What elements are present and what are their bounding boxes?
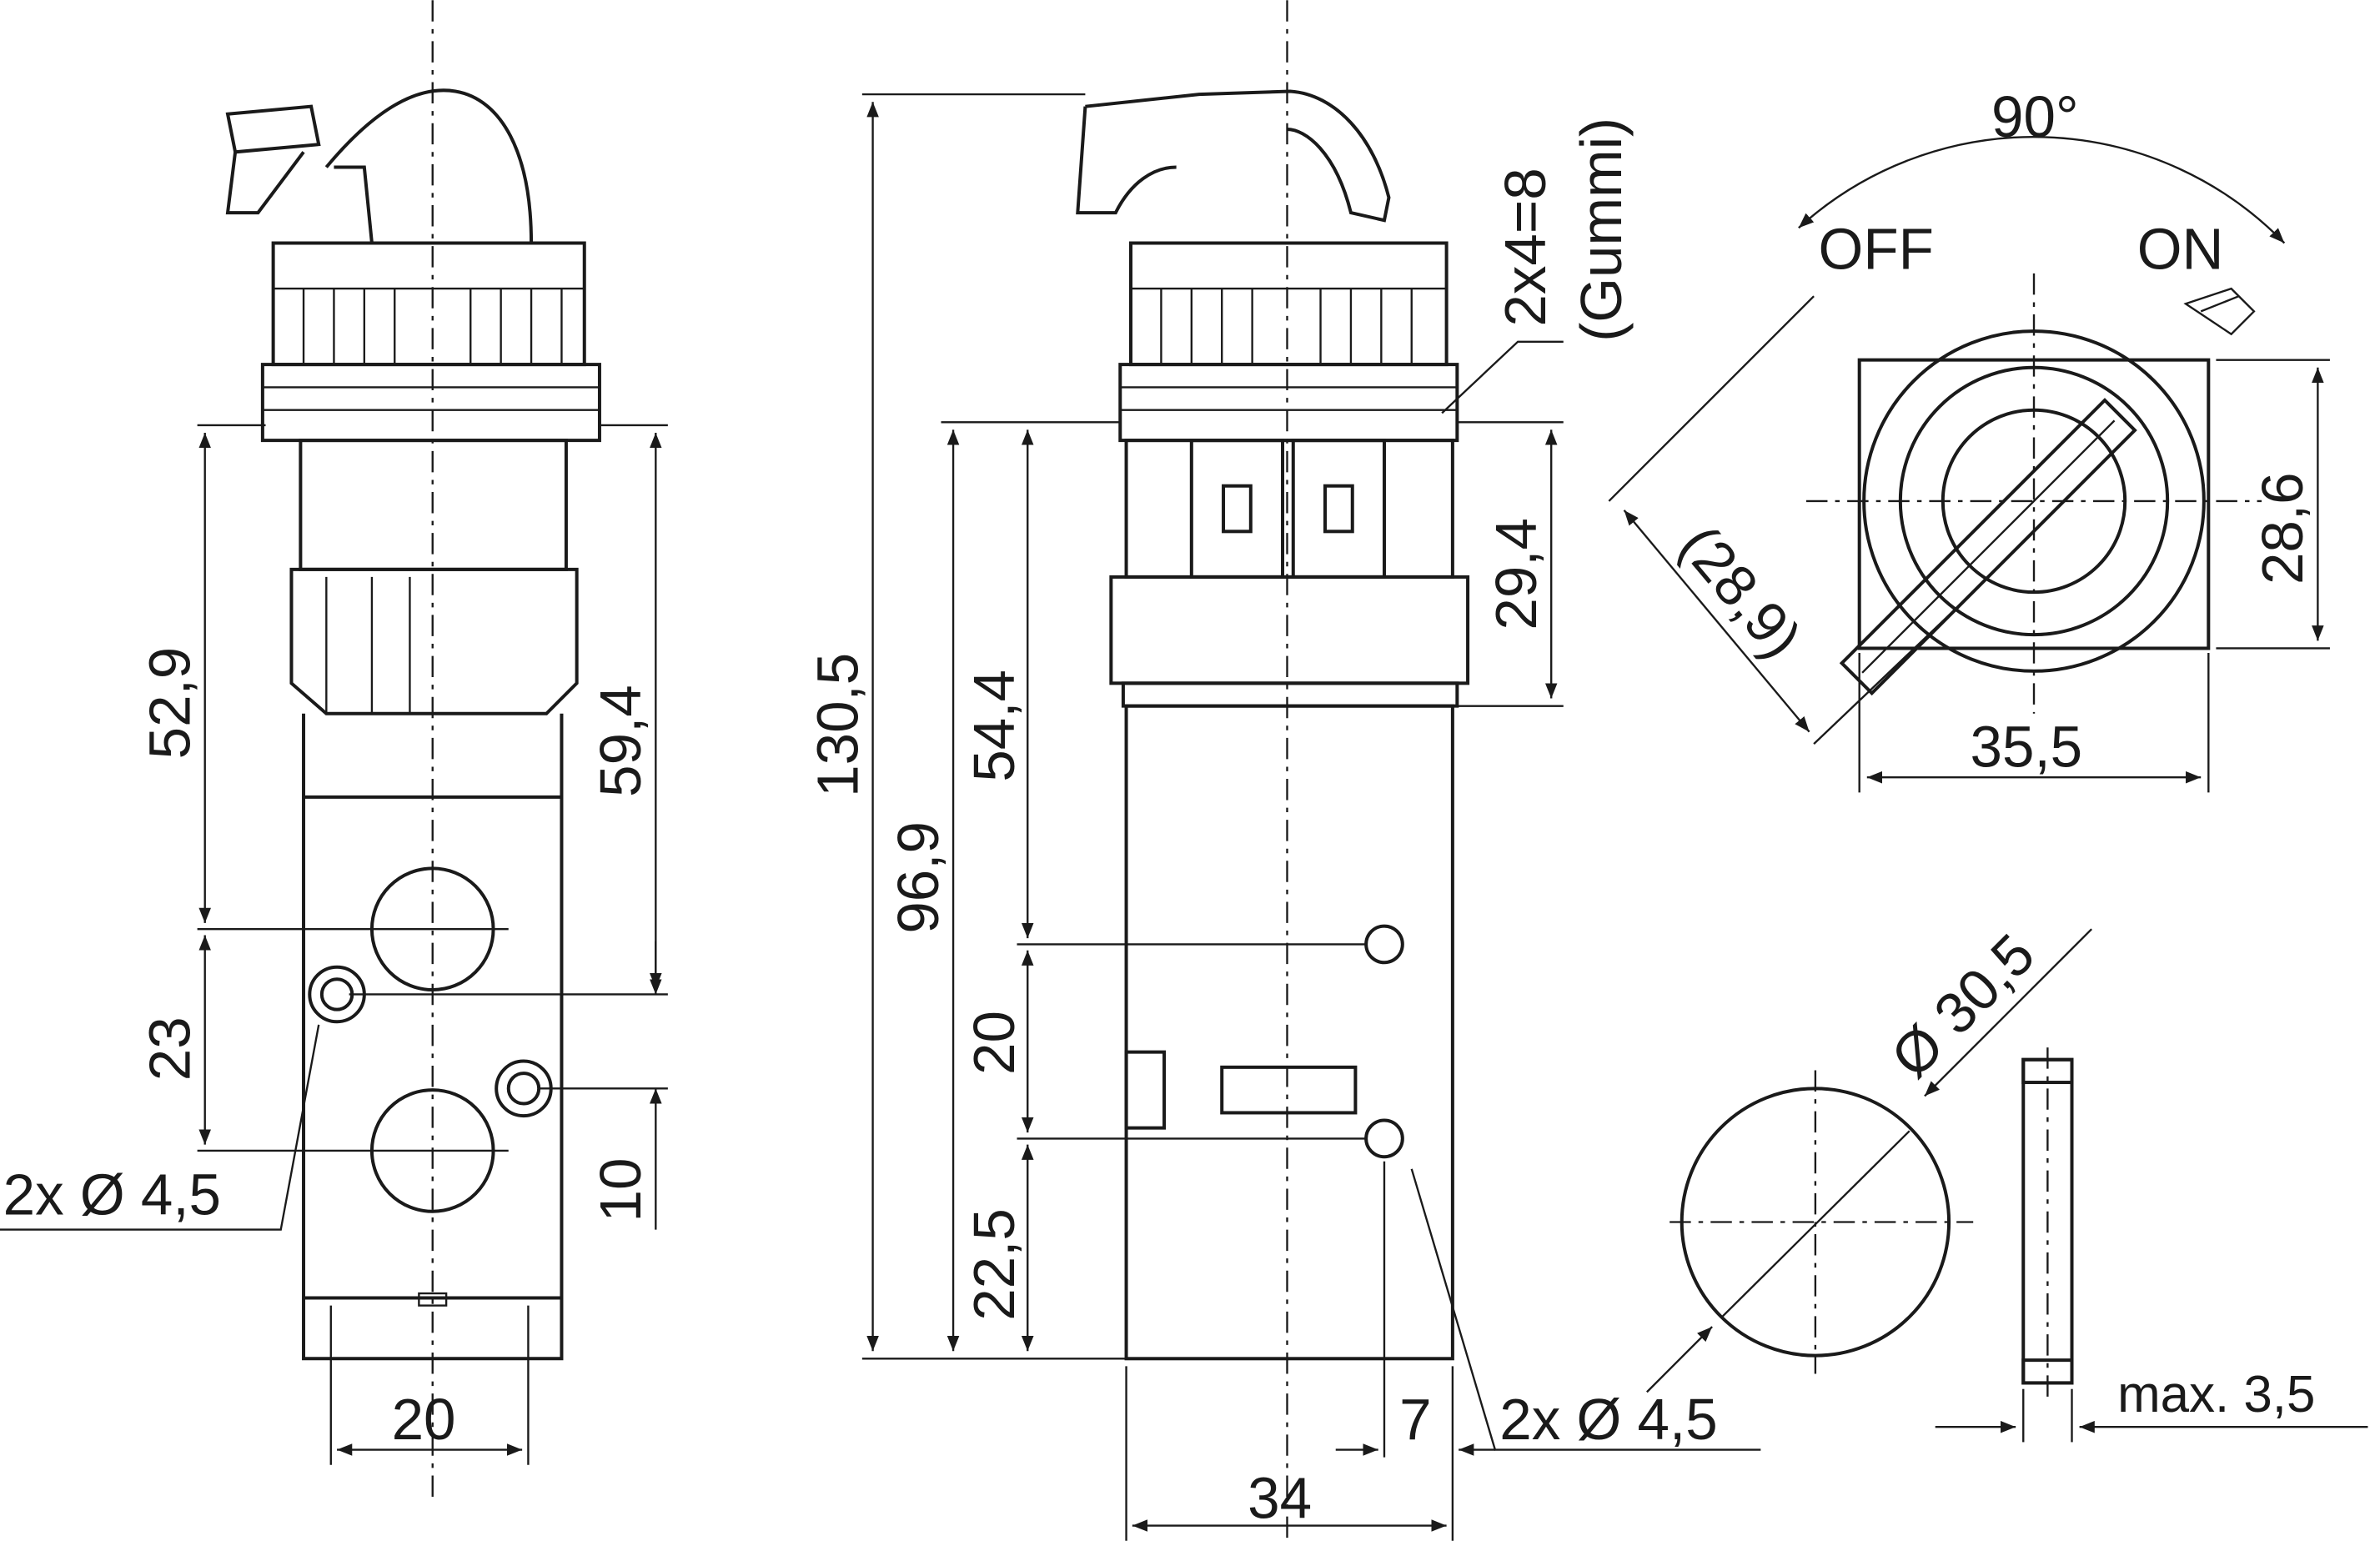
top-view: 90° OFF ON 28,6 35,5 (28,9): [1608, 84, 2330, 793]
dim-cutout-diameter: Ø 30,5: [1878, 921, 2046, 1090]
dim-front-54-4: 54,4: [962, 670, 1027, 782]
label-off: OFF: [1819, 216, 1934, 281]
dim-top-28-6: 28,6: [2250, 472, 2315, 585]
label-on: ON: [2137, 216, 2224, 281]
front-view: 130,5 96,9 54,4 20 22,5 29,4 2x4=8 (Gumm…: [805, 0, 1761, 1541]
dim-front-rubber-note: (Gummi): [1569, 118, 1634, 342]
panel-cutout: Ø 30,5 max. 3,5: [1646, 921, 2368, 1443]
dim-front-20: 20: [962, 1011, 1027, 1075]
dim-front-130-5: 130,5: [805, 653, 870, 797]
dim-side-10: 10: [588, 1158, 653, 1222]
dim-top-35-5: 35,5: [1971, 714, 2083, 779]
dim-front-34: 34: [1248, 1465, 1312, 1530]
dim-front-rubber: 2x4=8: [1493, 168, 1558, 326]
dim-front-22-5: 22,5: [962, 1208, 1027, 1321]
side-view: 52,9 59,4 23 10 2x Ø 4,5 20: [0, 0, 668, 1503]
dim-front-29-4: 29,4: [1484, 518, 1549, 630]
dim-top-28-9: (28,9): [1668, 513, 1815, 670]
dim-side-20: 20: [392, 1387, 456, 1452]
angle-90: 90°: [1991, 84, 2079, 149]
dim-front-96-9: 96,9: [886, 821, 951, 934]
dim-side-holes: 2x Ø 4,5: [3, 1162, 221, 1227]
dim-side-59-4: 59,4: [588, 685, 653, 797]
dim-side-52-9: 52,9: [138, 647, 203, 760]
dim-side-23: 23: [138, 1016, 203, 1081]
dim-front-holes: 2x Ø 4,5: [1499, 1387, 1717, 1452]
dim-front-7: 7: [1399, 1387, 1431, 1452]
dim-cutout-thickness: max. 3,5: [2117, 1366, 2315, 1423]
